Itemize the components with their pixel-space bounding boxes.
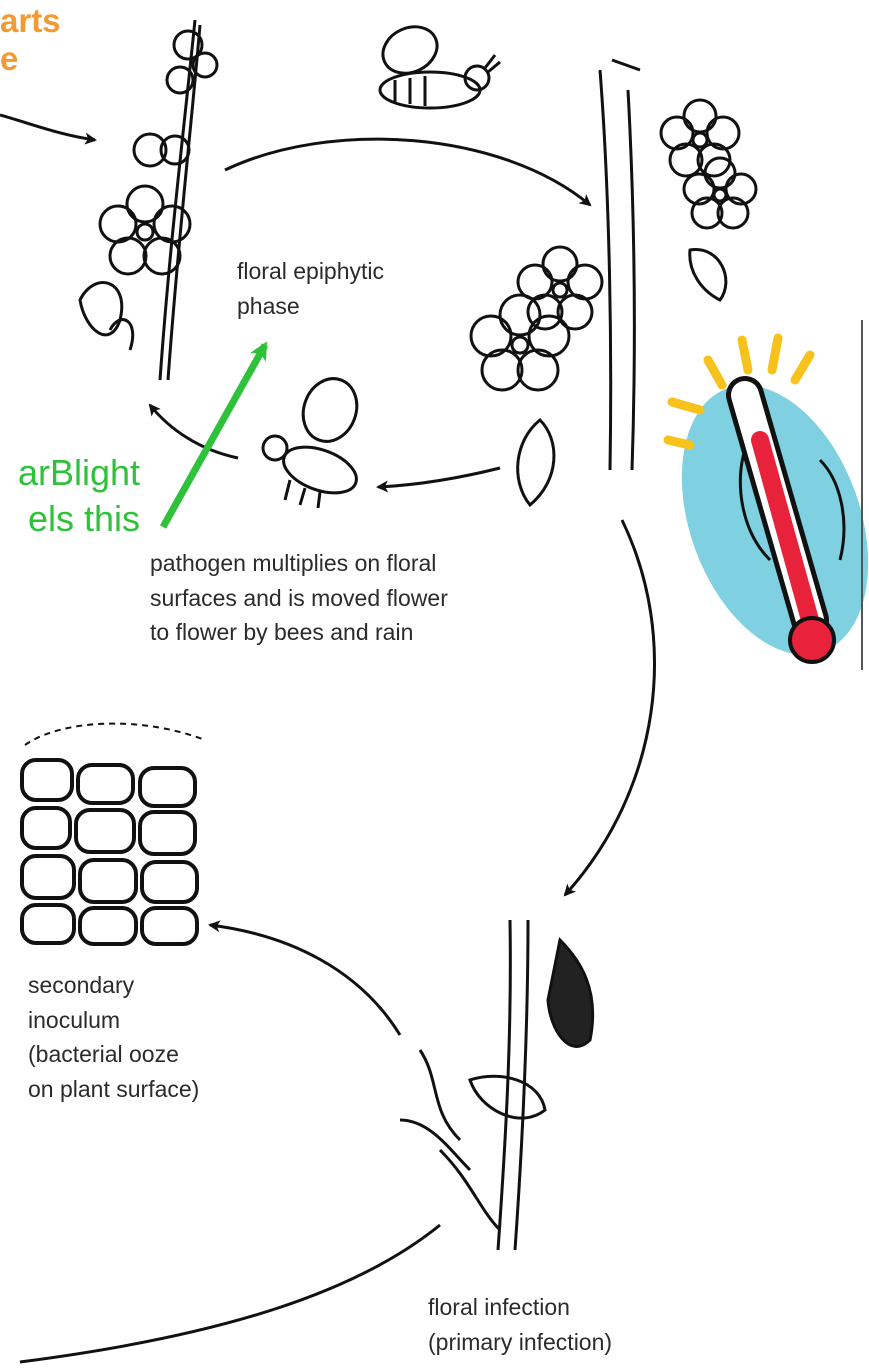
floral-epiphytic-phase-label: floral epiphytic phase xyxy=(237,254,384,323)
orange-heading-fragment-2: e xyxy=(0,40,18,78)
secondary-inoculum-label: secondary inoculum (bacterial ooze on pl… xyxy=(28,968,199,1106)
bacteria-cells-icon xyxy=(22,724,205,944)
green-annotation-line2: els this xyxy=(0,498,140,539)
bee-icon xyxy=(375,18,500,108)
flower-branch-icon xyxy=(80,20,217,380)
green-annotation-line1: arBlight xyxy=(0,452,140,493)
bee-icon xyxy=(263,371,365,508)
pathogen-multiplies-label: pathogen multiplies on floral surfaces a… xyxy=(150,546,448,650)
infected-branch-icon xyxy=(400,920,593,1250)
floral-infection-label: floral infection (primary infection) xyxy=(428,1290,612,1359)
thermometer-icon xyxy=(647,320,869,681)
orange-heading-fragment: arts xyxy=(0,2,61,40)
green-pointer-arrow xyxy=(163,345,265,527)
